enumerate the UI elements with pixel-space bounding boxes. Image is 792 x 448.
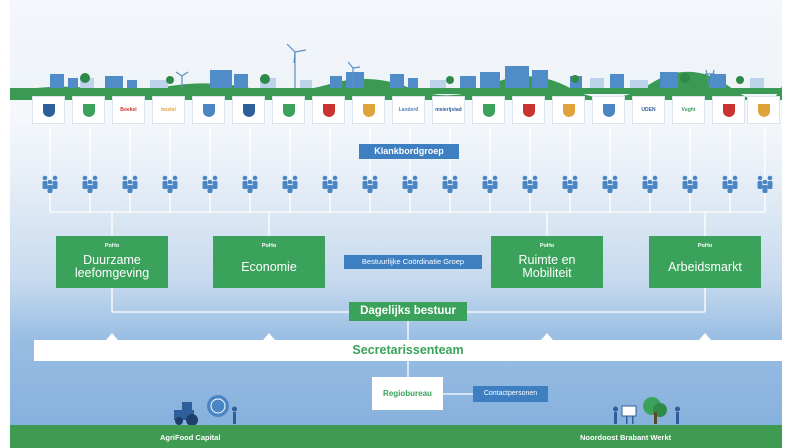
portfolio-ruimte-en-mobiliteit: PoHo Ruimte en Mobiliteit [491, 236, 603, 288]
municipality-logo-text: UDEN [641, 107, 656, 113]
people-group-icon [42, 175, 58, 193]
people-group-icon [757, 175, 773, 193]
grass-strip-bottom [10, 425, 782, 448]
people-group-icon [202, 175, 218, 193]
municipality-logo [32, 96, 65, 124]
municipality-crest-icon [82, 104, 95, 117]
municipality-logo [552, 96, 585, 124]
noordoost-brabant-werkt-label: Noordoost Brabant Werkt [580, 433, 672, 442]
people-group-icon [682, 175, 698, 193]
portfolio-title: Ruimte en Mobiliteit [518, 253, 576, 280]
people-group-icon [642, 175, 658, 193]
bestuurlijke-coordinatie-groep-label: Bestuurlijke Coördinatie Groep [344, 255, 482, 269]
municipality-crest-icon [522, 104, 535, 117]
people-group-icon [362, 175, 378, 193]
poho-tag: PoHo [261, 243, 277, 249]
poho-tag: PoHo [697, 243, 713, 249]
agrifood-capital-label: AgriFood Capital [160, 433, 221, 442]
people-group-icon [322, 175, 338, 193]
municipality-crest-icon [362, 104, 375, 117]
people-group-icon [162, 175, 178, 193]
municipality-logo [312, 96, 345, 124]
municipality-logo: Landerd [392, 96, 425, 124]
municipality-crest-icon [242, 104, 255, 117]
municipality-logo [512, 96, 545, 124]
municipality-crest-icon [562, 104, 575, 117]
people-group-icon [242, 175, 258, 193]
municipality-logos: Boekel boxtel Landerd meierijstad UDEN Vught [28, 96, 780, 126]
municipality-crest-icon [722, 104, 735, 117]
klankbordgroep-label: Klankbordgroep [359, 144, 459, 159]
poho-tag: PoHo [539, 243, 555, 249]
workers-illustration [613, 397, 680, 424]
municipality-crest-icon [602, 104, 615, 117]
people-group-icon [122, 175, 138, 193]
municipality-logo [592, 96, 625, 124]
grass-strip-top [10, 88, 782, 94]
municipality-logo: Vught [672, 96, 705, 124]
connector-lines [42, 126, 773, 395]
municipality-logo [712, 96, 745, 124]
municipality-crest-icon [482, 104, 495, 117]
tractor-illustration [174, 395, 237, 426]
municipality-logo: UDEN [632, 96, 665, 124]
municipality-logo [472, 96, 505, 124]
municipality-crest-icon [42, 104, 55, 117]
portfolio-duurzame-leefomgeving: PoHo Duurzame leefomgeving [56, 236, 168, 288]
people-group-icon [602, 175, 618, 193]
portfolio-title: Arbeidsmarkt [668, 259, 742, 274]
people-group-icon [722, 175, 738, 193]
municipality-logo-text: boxtel [161, 107, 176, 113]
contactpersonen-label: Contactpersonen [473, 386, 548, 402]
municipality-crest-icon [202, 104, 215, 117]
municipality-logo [747, 96, 780, 124]
municipality-crest-icon [282, 104, 295, 117]
people-group-icon [482, 175, 498, 193]
people-group-icon [562, 175, 578, 193]
municipality-logo [192, 96, 225, 124]
municipality-logo: boxtel [152, 96, 185, 124]
municipality-logo-text: Landerd [398, 107, 419, 113]
people-group-icon [402, 175, 418, 193]
portfolio-arbeidsmarkt: PoHo Arbeidsmarkt [649, 236, 761, 288]
municipality-logo: Boekel [112, 96, 145, 124]
municipality-logo-text: Boekel [120, 107, 137, 113]
people-group-icon [522, 175, 538, 193]
portfolio-title: Duurzame leefomgeving [74, 253, 150, 280]
municipality-logo-text: meierijstad [435, 107, 462, 113]
portfolio-economie: PoHo Economie [213, 236, 325, 288]
municipality-logo [72, 96, 105, 124]
dagelijks-bestuur-box: Dagelijks bestuur [349, 302, 467, 321]
poho-tag: PoHo [104, 243, 120, 249]
municipality-logo [352, 96, 385, 124]
municipality-logo: meierijstad [432, 96, 465, 124]
municipality-logo [272, 96, 305, 124]
people-group-icon [82, 175, 98, 193]
regiobureau-box: Regiobureau [372, 377, 443, 410]
portfolio-title: Economie [241, 259, 297, 274]
municipality-logo-text: Vught [681, 107, 696, 113]
secretarissenteam-bar: Secretarissenteam [34, 340, 782, 361]
municipality-crest-icon [322, 104, 335, 117]
municipality-crest-icon [757, 104, 770, 117]
municipality-logo [232, 96, 265, 124]
people-group-icon [442, 175, 458, 193]
people-group-icon [282, 175, 298, 193]
